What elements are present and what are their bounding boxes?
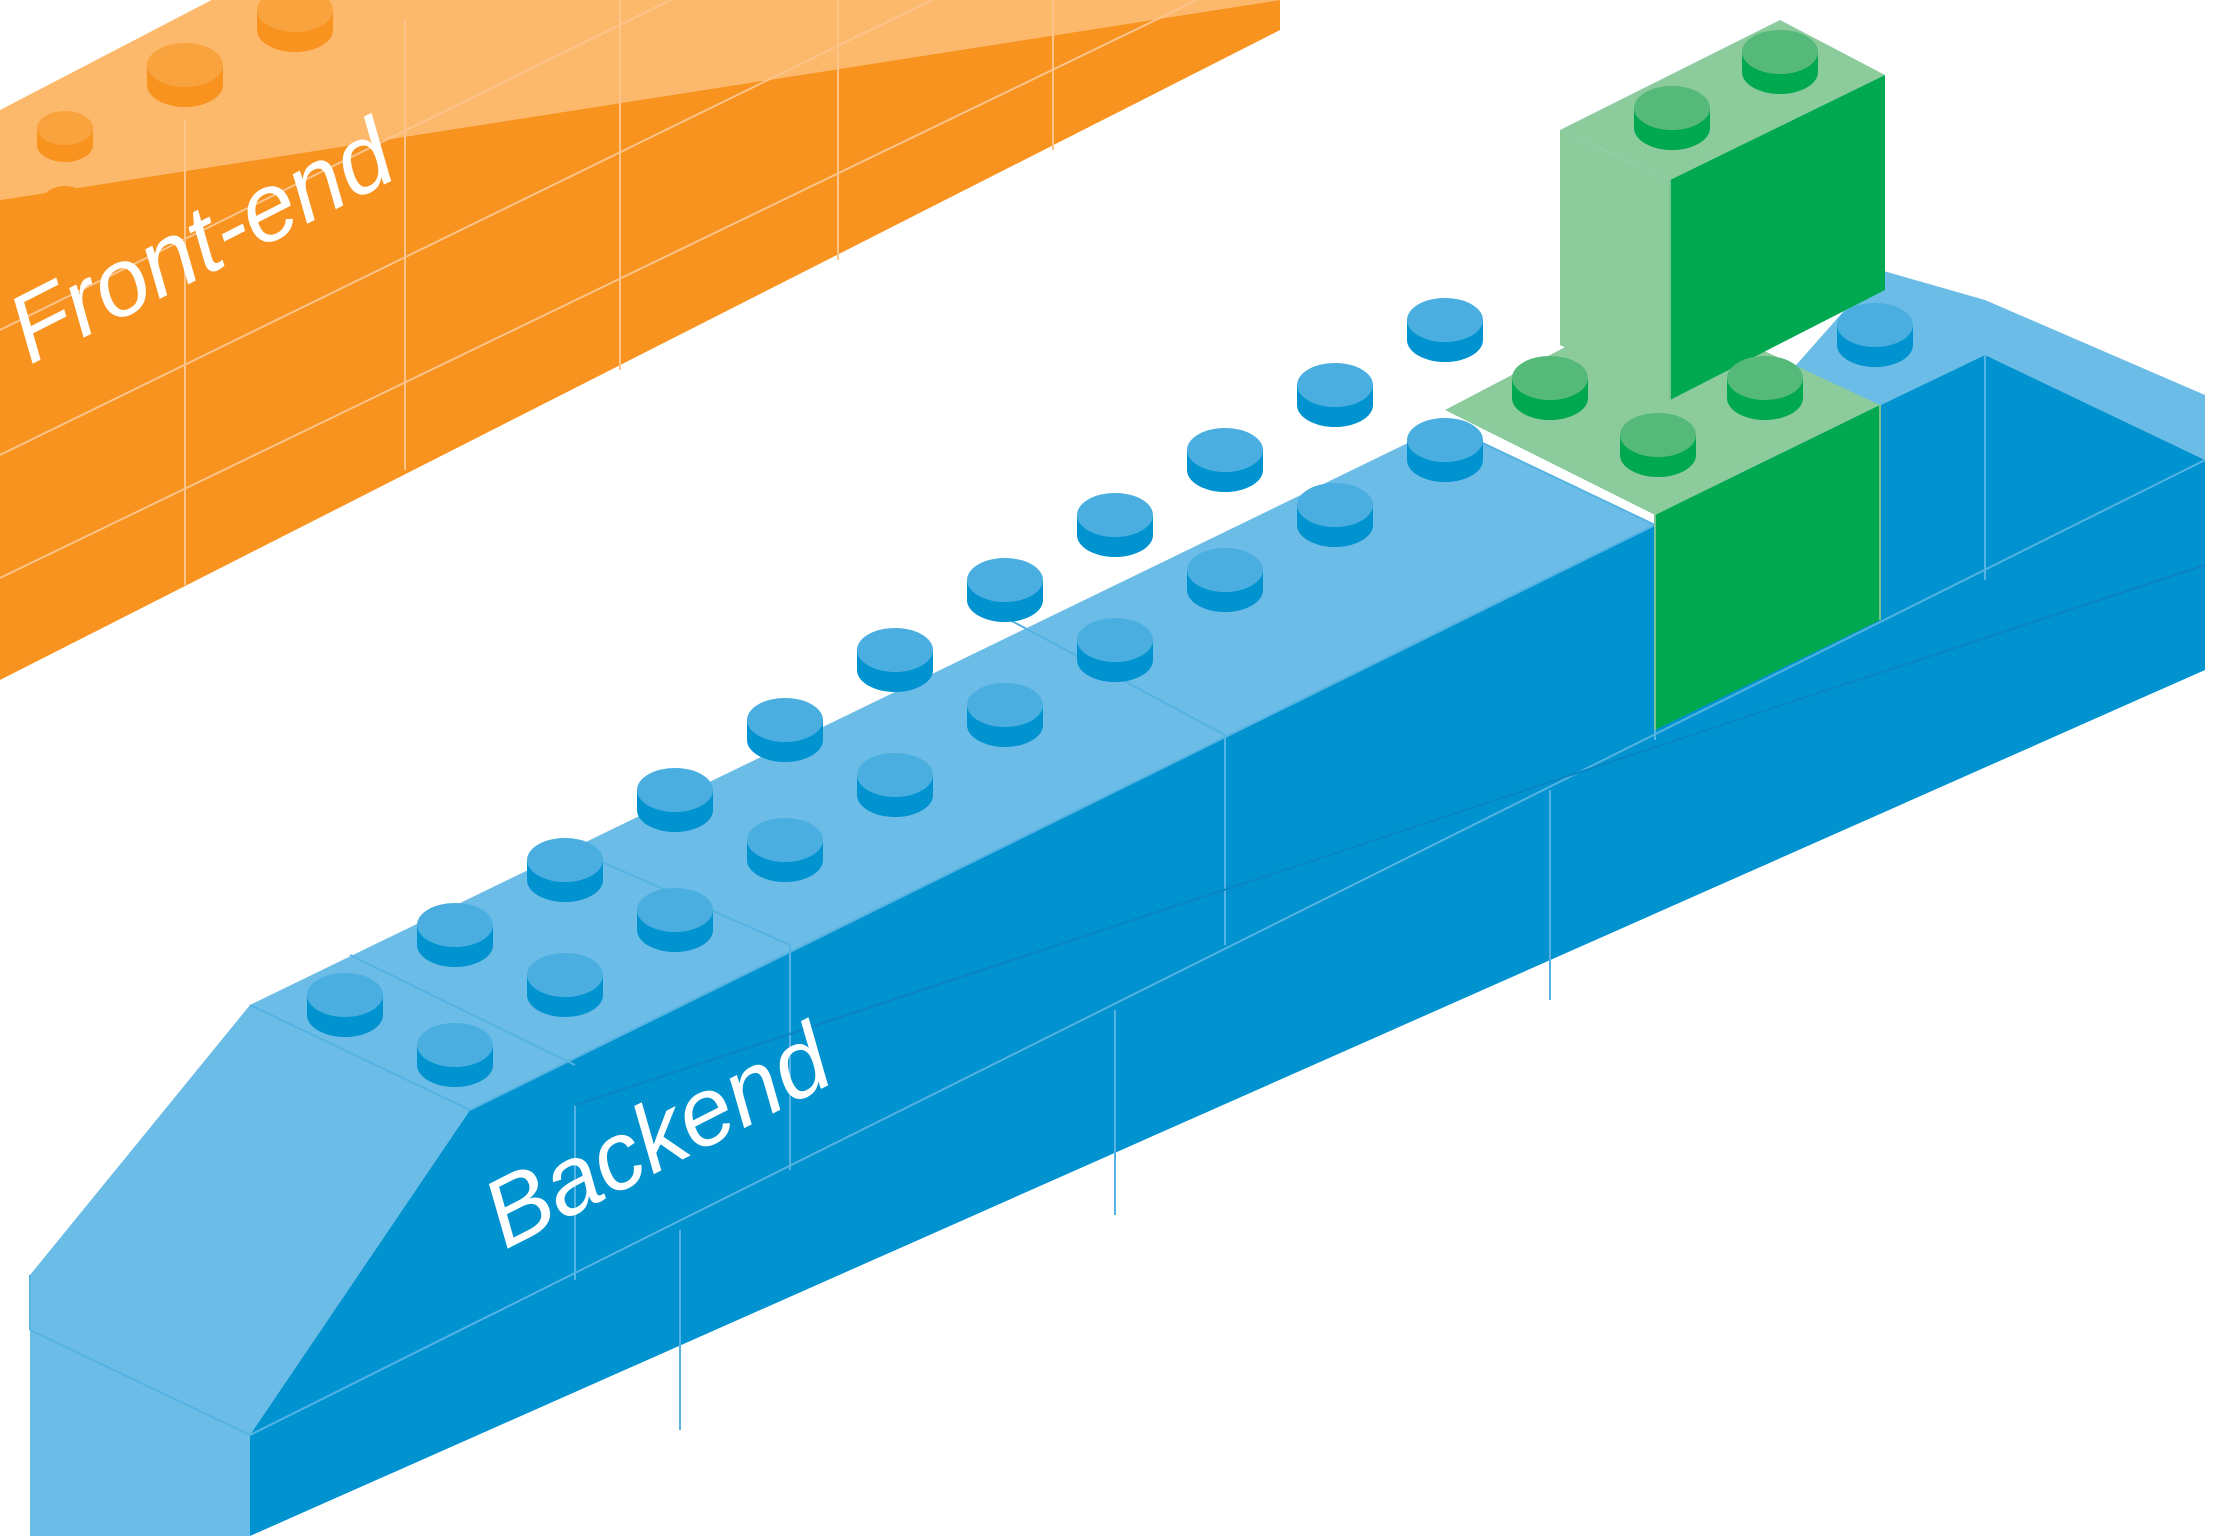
backend-top-face: [250, 425, 1655, 1110]
backend-stud: [1077, 618, 1153, 682]
bridge-lower-front: [1655, 405, 1880, 730]
backend-stud: [1407, 298, 1483, 362]
backend-stud: [967, 683, 1043, 747]
backend-stud: [527, 953, 603, 1017]
bridge-upper-left: [1560, 130, 1670, 400]
backend-left-end-face: [30, 1330, 250, 1536]
backend-stud: [1187, 548, 1263, 612]
backend-top-right: [1655, 270, 2205, 525]
backend-stud: [1297, 363, 1373, 427]
backend-stud: [1077, 493, 1153, 557]
bridge-studs: [1512, 30, 1818, 477]
front-end-block: Front-end: [0, 0, 1280, 680]
front-end-front-face: [0, 0, 1280, 680]
backend-stud: [527, 838, 603, 902]
backend-stud: [857, 628, 933, 692]
bridge-block: [1445, 20, 1885, 730]
backend-stud: [637, 888, 713, 952]
bridge-upper-front: [1670, 75, 1885, 400]
front-end-seams: [0, 0, 1200, 585]
backend-stud: [967, 558, 1043, 622]
backend-stud: [637, 768, 713, 832]
front-end-studs: [37, 0, 333, 214]
backend-stud: [857, 753, 933, 817]
bridge-lower-top: [1445, 300, 1880, 515]
backend-stud: [747, 698, 823, 762]
backend-stud-right: [1837, 303, 1913, 367]
backend-stud: [747, 818, 823, 882]
backend-slope-left: [30, 1005, 470, 1435]
backend-stud: [1187, 428, 1263, 492]
backend-stud: [307, 973, 383, 1037]
backend-stud: [417, 903, 493, 967]
backend-studs: [307, 298, 1483, 1087]
backend-stud: [417, 1023, 493, 1087]
backend-stud: [1297, 483, 1373, 547]
backend-stud: [1407, 418, 1483, 482]
bridge-seams: [1654, 180, 1881, 730]
